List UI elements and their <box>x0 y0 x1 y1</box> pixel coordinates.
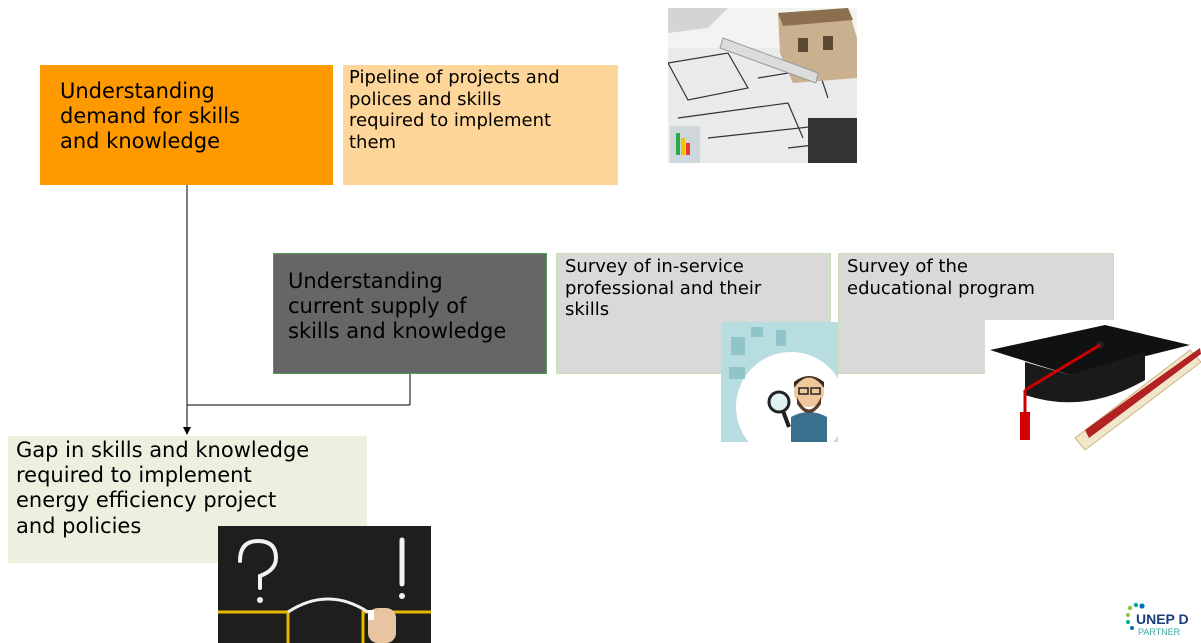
blueprint-house-image <box>668 8 857 163</box>
survey-professionals-box: Survey of in-service professional and th… <box>556 253 831 374</box>
logo-text: UNEP D <box>1136 611 1189 627</box>
question-exclamation-chalkboard-image <box>218 526 431 643</box>
magnifier-man-image <box>721 322 838 442</box>
pipeline-box: Pipeline of projects and polices and ski… <box>343 65 618 185</box>
unep-logo: UNEP D PARTNER <box>1126 602 1189 637</box>
demand-box: Understanding demand for skills and know… <box>40 65 333 185</box>
supply-box: Understanding current supply of skills a… <box>273 253 547 374</box>
graduation-cap-image <box>985 320 1201 455</box>
logo-subtext: PARTNER <box>1138 627 1181 637</box>
